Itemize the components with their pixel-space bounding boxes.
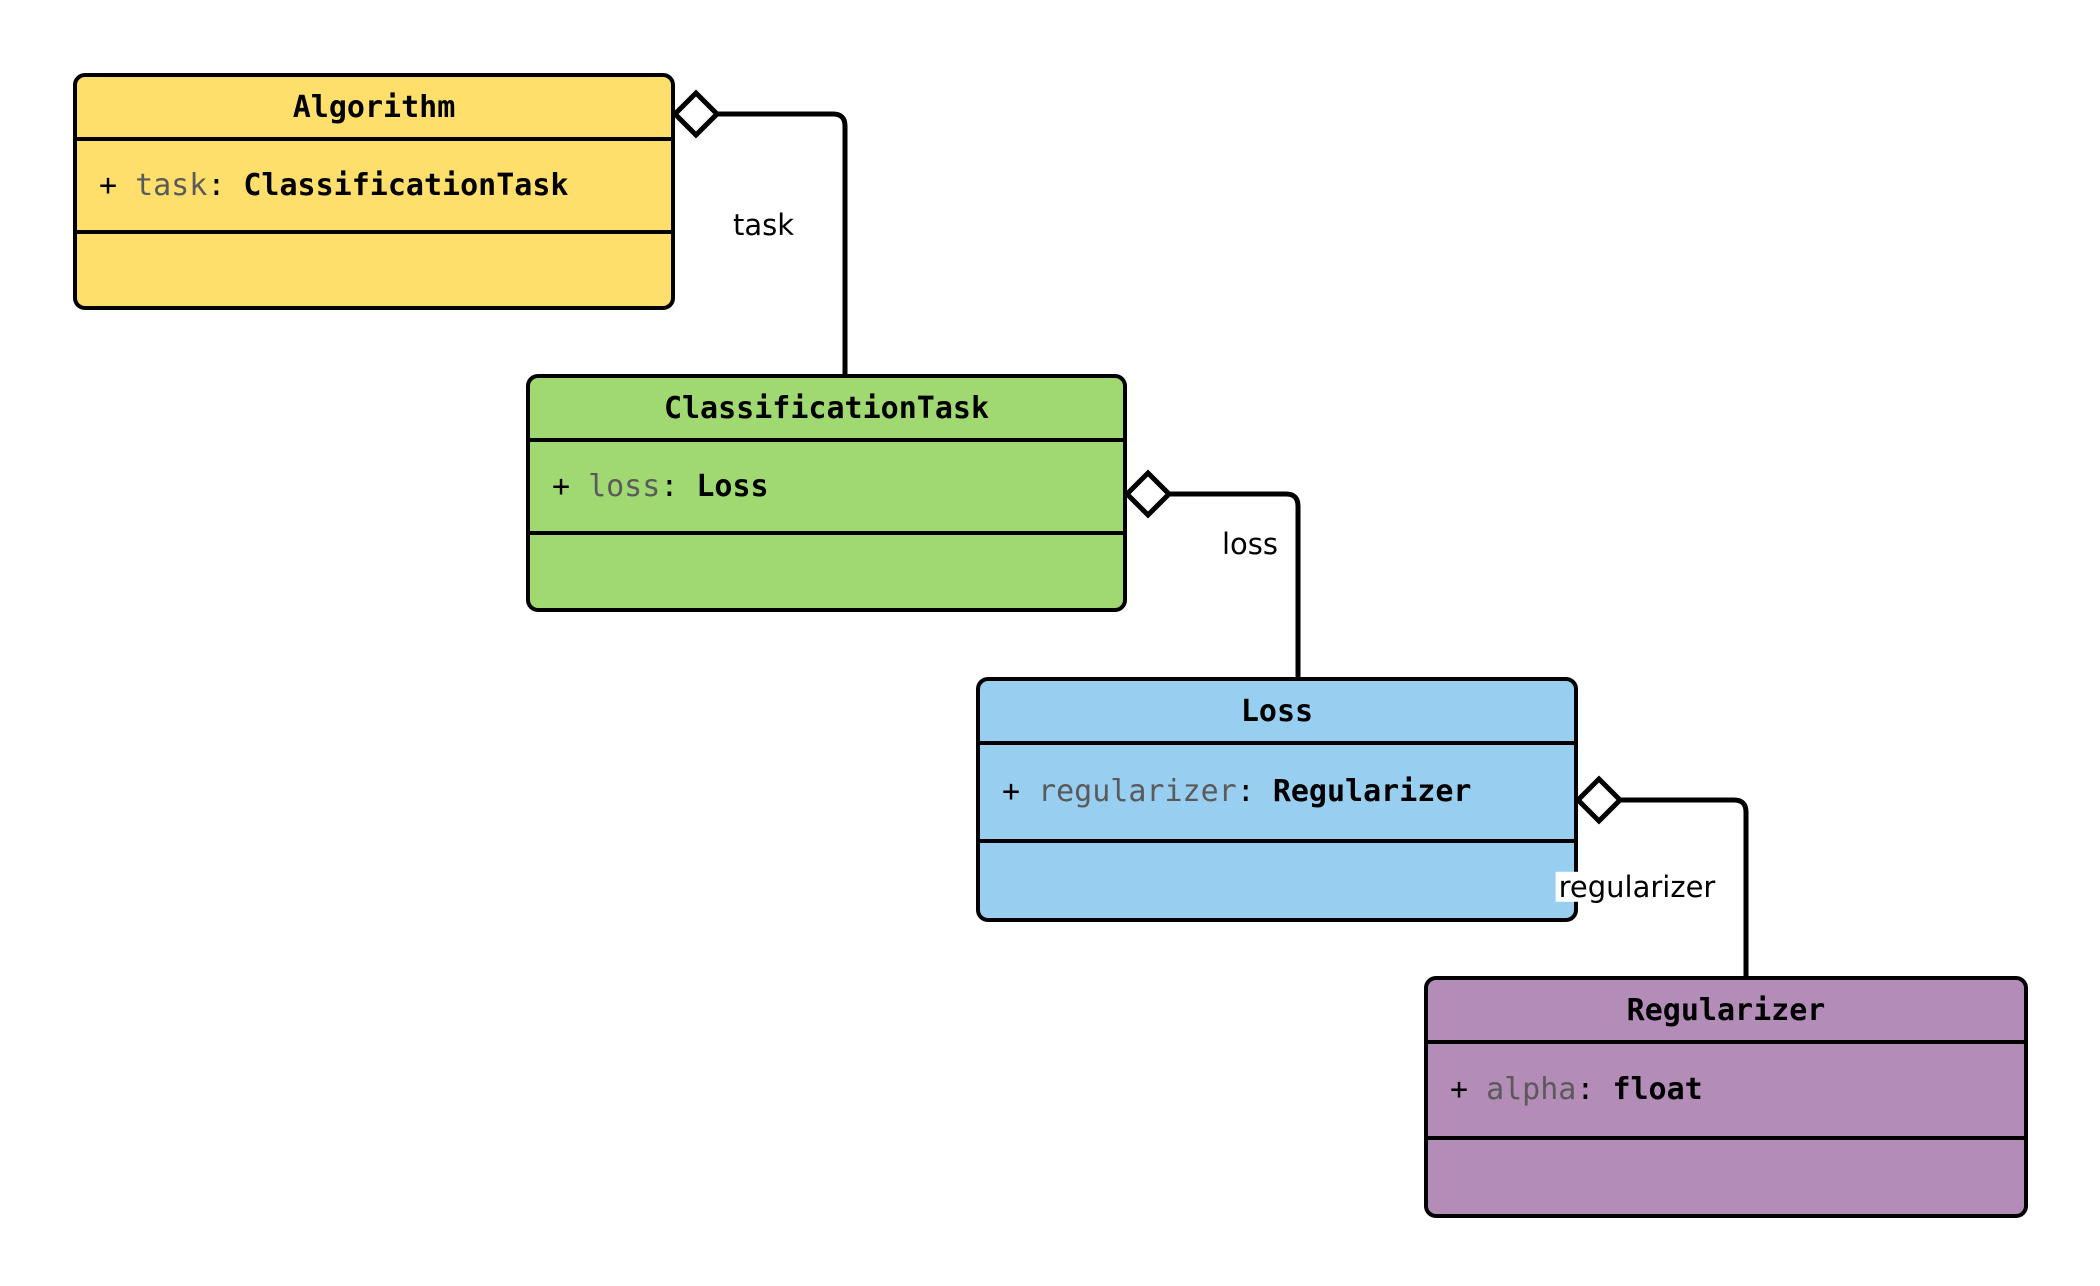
edge-label-loss: loss — [1218, 528, 1282, 559]
attribute-visibility: + — [552, 468, 571, 504]
class-methods-row-loss — [980, 843, 1574, 918]
class-name-classificationtask: ClassificationTask — [663, 390, 990, 426]
relationship-classificationtask-loss-loss — [1123, 469, 1301, 677]
attribute-type: ClassificationTask — [243, 167, 569, 203]
edge-label-regularizer: regularizer — [1555, 871, 1719, 902]
attribute-type: float — [1612, 1072, 1703, 1107]
class-box-regularizer[interactable]: Regularizer + alpha: float — [1424, 976, 2028, 1218]
class-name-row-loss: Loss — [980, 681, 1574, 745]
attribute-separator: : — [1236, 774, 1255, 809]
edge-label-task: task — [729, 209, 797, 240]
hollow-diamond-icon — [671, 89, 721, 139]
class-attributes-row-algorithm: + task: ClassificationTask — [77, 141, 671, 234]
attribute-name: regularizer — [1038, 774, 1237, 809]
hollow-diamond-icon — [1123, 469, 1173, 519]
attribute-name: task — [135, 167, 208, 203]
class-attributes-row-regularizer: + alpha: float — [1428, 1044, 2024, 1140]
class-box-classificationtask[interactable]: ClassificationTask + loss: Loss — [526, 374, 1127, 612]
class-name-row-algorithm: Algorithm — [77, 77, 671, 141]
class-methods-row-algorithm — [77, 234, 671, 306]
class-name-row-regularizer: Regularizer — [1428, 980, 2024, 1044]
attribute-name: alpha — [1486, 1072, 1577, 1107]
hollow-diamond-icon — [1574, 775, 1624, 825]
attribute-visibility: + — [1450, 1072, 1469, 1107]
attribute-separator: : — [207, 167, 226, 203]
class-attributes-row-loss: + regularizer: Regularizer — [980, 745, 1574, 843]
attribute-visibility: + — [1002, 774, 1021, 809]
class-name-regularizer: Regularizer — [1626, 992, 1826, 1028]
class-name-algorithm: Algorithm — [292, 89, 456, 125]
attribute-regularizer-alpha: + alpha: float — [1450, 1075, 1703, 1105]
class-name-row-classificationtask: ClassificationTask — [530, 378, 1123, 442]
class-attributes-row-classificationtask: + loss: Loss — [530, 442, 1123, 535]
attribute-loss-regularizer: + regularizer: Regularizer — [1002, 777, 1472, 807]
attribute-classificationtask-loss: + loss: Loss — [552, 468, 769, 504]
attribute-name: loss — [588, 468, 661, 504]
class-name-loss: Loss — [1240, 693, 1314, 729]
attribute-type: Regularizer — [1272, 774, 1472, 809]
class-box-loss[interactable]: Loss + regularizer: Regularizer — [976, 677, 1578, 922]
attribute-separator: : — [1576, 1072, 1595, 1107]
class-methods-row-classificationtask — [530, 535, 1123, 608]
attribute-visibility: + — [99, 167, 118, 203]
attribute-algorithm-task: + task: ClassificationTask — [99, 167, 569, 203]
attribute-type: Loss — [696, 468, 769, 504]
attribute-separator: : — [660, 468, 679, 504]
class-methods-row-regularizer — [1428, 1140, 2024, 1214]
class-box-algorithm[interactable]: Algorithm + task: ClassificationTask — [73, 73, 675, 310]
